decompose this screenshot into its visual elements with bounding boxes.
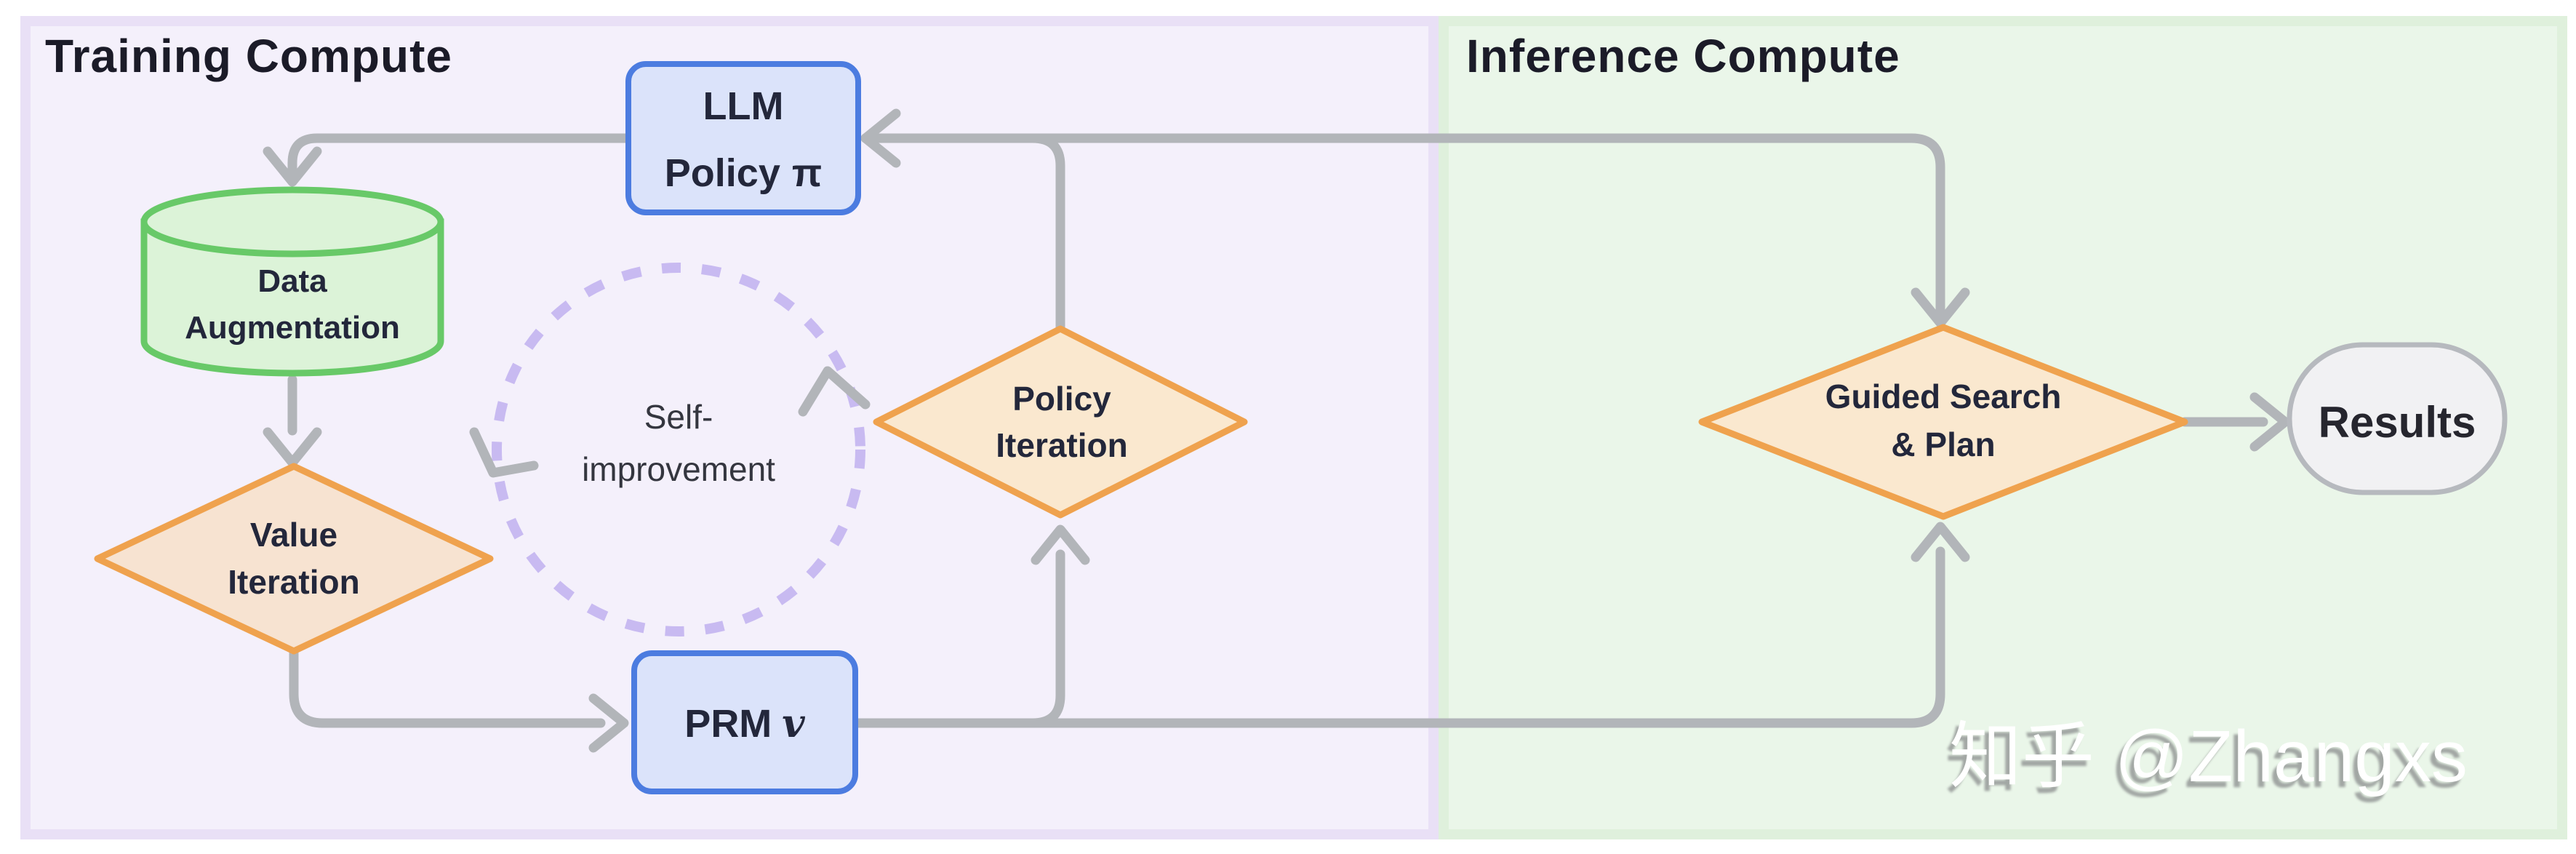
policy-iteration-line1: Policy: [1012, 380, 1111, 418]
arrowhead-down-icon: [263, 146, 322, 187]
guided-search-label: Guided Search & Plan: [1798, 372, 2089, 468]
pi-symbol: π: [791, 151, 823, 195]
self-improvement-cycle-circle: [492, 263, 865, 636]
edge-llm-to-data: [287, 133, 633, 183]
guided-search-line2: & Plan: [1891, 426, 1996, 463]
inference-compute-title: Inference Compute: [1466, 30, 1900, 82]
arrowhead-up-icon: [1911, 522, 1970, 562]
results-pill: [2287, 342, 2508, 495]
policy-iteration-line2: Iteration: [996, 426, 1128, 464]
arrowhead-right-icon: [2249, 392, 2290, 452]
self-improvement-line1: Self-: [644, 398, 713, 436]
policy-iteration-diamond: [873, 325, 1248, 519]
training-compute-title: Training Compute: [45, 30, 452, 82]
cycle-arrowhead-top-right-icon: [798, 366, 871, 417]
edge-prm-to-guided-search: [850, 546, 1945, 728]
edge-llm-to-guided-search: [860, 133, 1945, 319]
self-improvement-label: Self- improvement: [533, 391, 824, 495]
arrowhead-up-icon: [1031, 524, 1090, 565]
guided-search-diamond: [1698, 324, 2188, 520]
watermark: 知乎 @Zhangxs: [1949, 716, 2468, 797]
edge-value-to-prm: [289, 647, 606, 728]
data-augmentation-line2: Augmentation: [185, 310, 400, 346]
arrowhead-down-icon: [263, 427, 322, 468]
llm-policy-box: [625, 61, 861, 215]
prm-box: [631, 650, 858, 794]
guided-search-line1: Guided Search: [1825, 378, 2062, 415]
cycle-arrowhead-left-icon: [469, 427, 539, 478]
self-improvement-line2: improvement: [582, 450, 775, 488]
arrowhead-down-icon: [1911, 287, 1970, 328]
policy-iteration-label: Policy Iteration: [916, 375, 1207, 468]
value-iteration-label: Value Iteration: [148, 511, 439, 606]
results-label: Results: [2318, 398, 2476, 447]
data-augmentation-line1: Data: [257, 263, 327, 299]
v-symbol: v: [782, 700, 805, 746]
value-iteration-line1: Value: [249, 516, 338, 554]
value-iteration-diamond: [94, 463, 494, 655]
edge-prm-to-policy-iteration: [1028, 549, 1065, 728]
arrowhead-right-icon: [588, 693, 629, 753]
edge-policy-iteration-to-llm: [879, 133, 1065, 334]
value-iteration-line2: Iteration: [228, 563, 360, 601]
llm-policy-line1: LLM: [703, 84, 784, 128]
data-augmentation-label: Data Augmentation: [147, 258, 438, 351]
data-augmentation-cylinder: [140, 186, 444, 377]
